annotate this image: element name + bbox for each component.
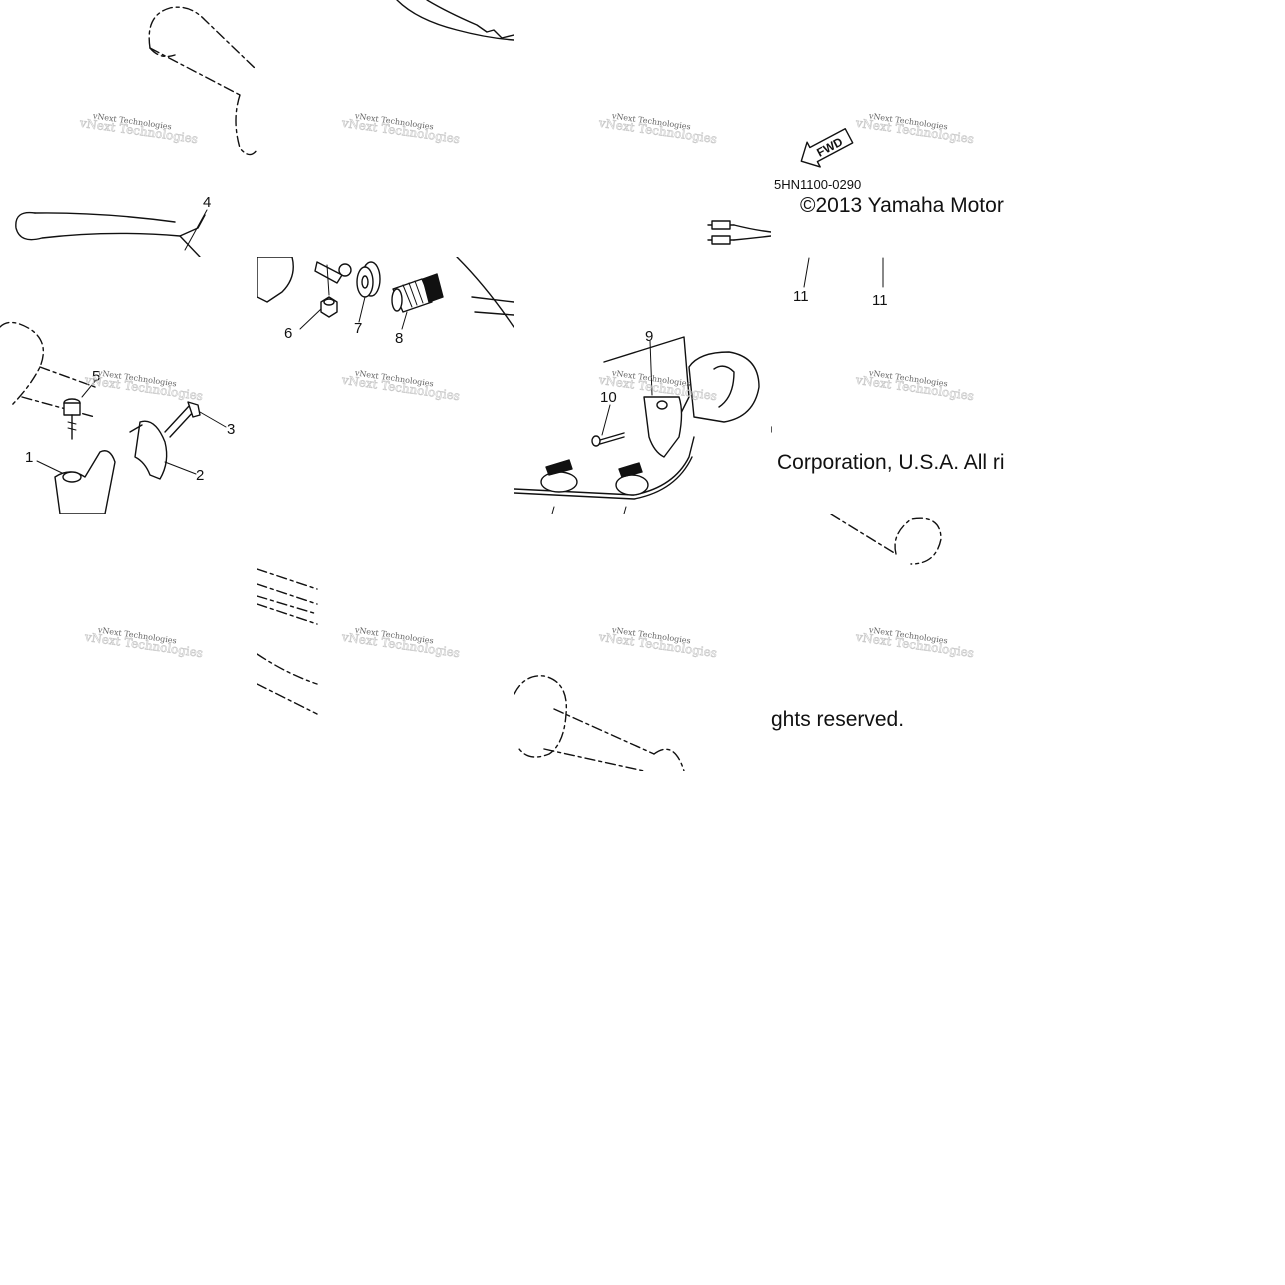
tile-r1-c2: vNext Technologies vNext Technologies: [257, 0, 514, 257]
leader-6a: [326, 264, 330, 296]
adjuster-8-drawing: [391, 273, 444, 313]
watermark: vNext Technologies vNext Technologies: [83, 625, 205, 660]
clamp-2-drawing: [129, 420, 168, 480]
copyright-line-2: Corporation, U.S.A. All ri: [777, 451, 1005, 474]
watermark: vNext Technologies vNext Technologies: [854, 625, 976, 660]
callout-11a: 11: [793, 288, 809, 305]
watermark: vNext Technologies vNext Technologies: [340, 111, 462, 146]
leader-1: [36, 460, 63, 474]
screw-10-drawing: [591, 432, 625, 447]
callout-10: 10: [600, 389, 617, 406]
callout-6: 6: [284, 325, 292, 342]
handlebar-grip-drawing: [148, 6, 257, 156]
callout-8: 8: [395, 330, 403, 347]
bolt-3-drawing: [164, 401, 201, 438]
callout-3: 3: [227, 421, 235, 438]
leader-5: [81, 379, 97, 398]
leader-10: [601, 404, 611, 436]
tile-r3-c2: vNext Technologies vNext Technologies: [257, 514, 514, 771]
switch-housing-drawing: [603, 336, 760, 458]
watermark: vNext Technologies vNext Technologies: [340, 368, 462, 403]
throttle-housing-drawing: [257, 257, 514, 328]
left-grip-drawing: [0, 321, 96, 418]
leader-4: [184, 209, 208, 251]
leader-2: [164, 461, 197, 475]
handlebar-drawing: [257, 568, 318, 715]
leader-9: [649, 340, 653, 396]
tile-r3-c1: vNext Technologies vNext Technologies: [0, 514, 257, 771]
tile-r3-c3: vNext Technologies vNext Technologies: [514, 514, 771, 771]
leader-8: [401, 311, 408, 330]
brake-lever-drawing: [396, 0, 514, 41]
tile-r2-c1: 5 3 2 1 vNext Technologies vNext: [0, 257, 257, 514]
part-code: 5HN1100-0290: [774, 177, 862, 192]
washer-7-drawing: [356, 261, 381, 298]
tile-r3-c4: vNext Technologies vNext Technologies: [771, 514, 1028, 771]
callout-9: 9: [645, 328, 653, 345]
cable-clamps-drawing: [514, 436, 695, 514]
callout-7: 7: [354, 320, 362, 337]
tile-r1-c1: 4 vNext Technologies vNext Technologies: [0, 0, 257, 257]
cable-end-drawing: [314, 261, 352, 284]
bottom-grip-drawing: [514, 675, 685, 771]
watermark: vNext Technologies vNext Technologies: [597, 625, 719, 660]
tile-r2-c4: 11 11 vNext Technologies vNext Technolog…: [771, 257, 1028, 514]
watermark: vNext Technologies vNext Technologies: [340, 625, 462, 660]
leader-3: [199, 411, 227, 428]
callout-2: 2: [196, 467, 204, 484]
watermark: vNext Technologies vNext Technologies: [854, 368, 976, 403]
tile-r1-c4: vNext Technologies vNext Technologies FW…: [771, 0, 1028, 257]
nut-6-drawing: [320, 296, 338, 318]
callout-5: 5: [92, 368, 100, 385]
leader-11a: [803, 257, 810, 288]
wire-connector-drawing: [707, 220, 771, 245]
callout-1: 1: [25, 449, 33, 466]
fwd-arrow-icon: FWD: [800, 128, 854, 168]
bolt-5-drawing: [63, 398, 81, 440]
leader-7: [358, 296, 366, 323]
watermark: vNext Technologies vNext Technologies: [854, 111, 976, 146]
lever-holder-1-drawing: [54, 450, 116, 514]
right-grip-drawing: [830, 514, 942, 565]
watermark: vNext Technologies vNext Technologies: [83, 368, 205, 403]
copyright-line-1: ©2013 Yamaha Motor: [800, 194, 1004, 217]
tile-r2-c2: 6 7 8 vNext Technologies vNext Technolog…: [257, 257, 514, 514]
copyright-line-3: ghts reserved.: [771, 708, 905, 731]
callout-11b: 11: [872, 292, 888, 309]
clutch-lever-drawing: [15, 211, 206, 257]
tile-r1-c3: vNext Technologies vNext Technologies: [514, 0, 771, 257]
watermark: vNext Technologies vNext Technologies: [597, 111, 719, 146]
watermark: vNext Technologies vNext Technologies: [78, 111, 200, 146]
callout-4: 4: [203, 194, 211, 211]
tile-r2-c3: 9 10 vNext Technologies vNext Technol: [514, 257, 771, 514]
leader-6: [299, 308, 322, 330]
